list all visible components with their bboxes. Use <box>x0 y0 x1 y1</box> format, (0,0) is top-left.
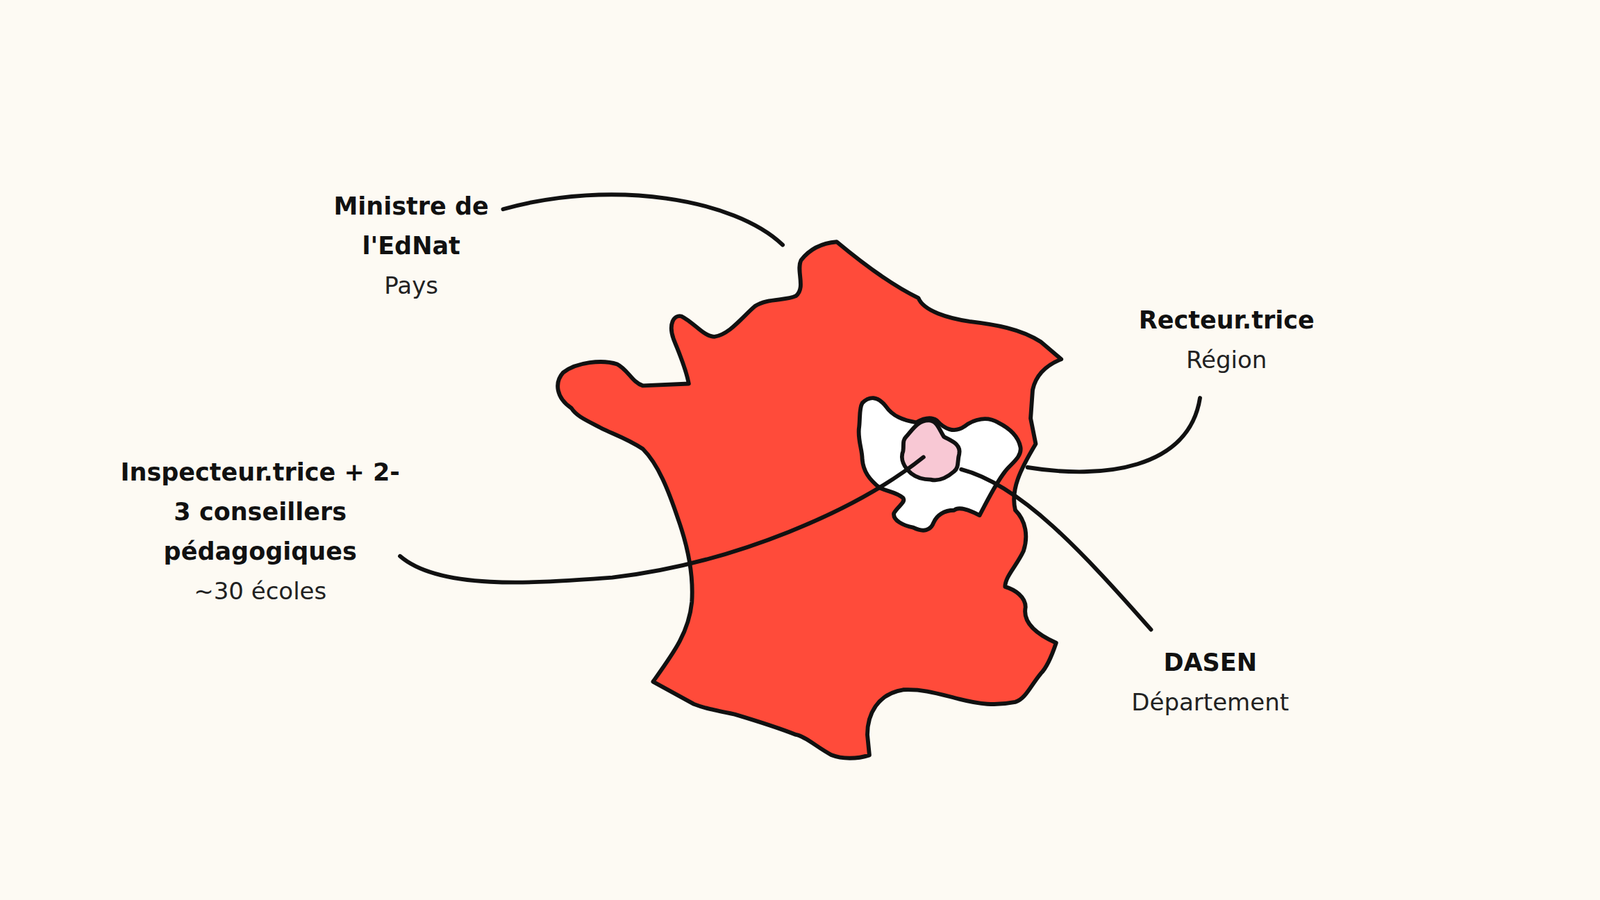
leader-line <box>1027 397 1200 472</box>
leader-line <box>961 469 1151 630</box>
leader-line <box>400 456 924 582</box>
scope-label: Pays <box>318 265 504 306</box>
role-title: Ministre de l'EdNat <box>318 186 504 266</box>
label-group: Recteur.triceRégion <box>1080 300 1373 380</box>
role-title: Recteur.trice <box>1080 300 1373 341</box>
label-group: Ministre de l'EdNatPays <box>318 186 504 306</box>
country-outline <box>557 241 1062 759</box>
department-outline <box>902 420 960 480</box>
leader-line <box>502 194 783 245</box>
label-group: Inspecteur.trice + 2-3 conseillers pédag… <box>119 452 402 612</box>
label-group: DASENDépartement <box>1064 643 1357 723</box>
role-title: DASEN <box>1064 643 1357 683</box>
region-outline <box>859 397 1021 531</box>
scope-label: Département <box>1064 682 1357 723</box>
role-title: Inspecteur.trice + 2-3 conseillers pédag… <box>119 452 402 572</box>
scope-label: ~30 écoles <box>119 571 402 612</box>
scope-label: Région <box>1080 340 1373 380</box>
